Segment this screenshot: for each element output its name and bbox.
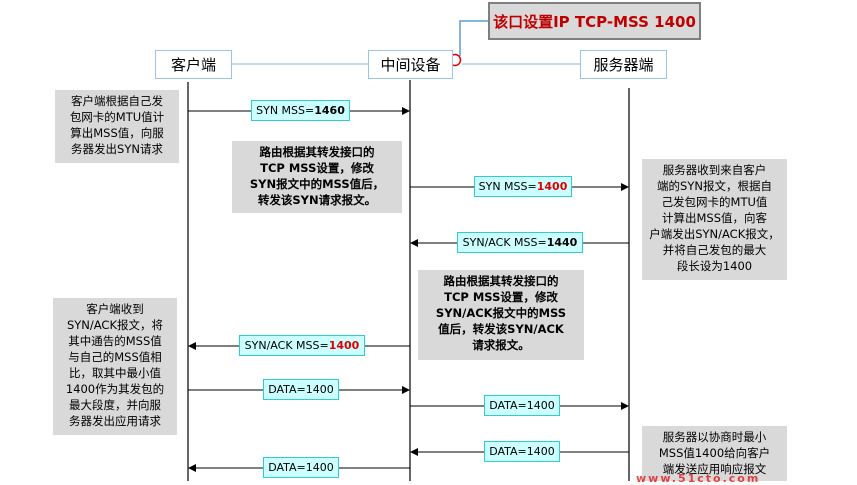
message-mss-value: 1460: [314, 104, 345, 117]
client-note-1: 客户端根据自己发 包网卡的MTU值计 算出MSS值，向服 务器发出SYN请求: [55, 90, 179, 163]
note-line: 并将自己发包的最大: [662, 243, 767, 257]
note-line: 请求报文。: [472, 338, 530, 352]
note-line: 户端发出SYN/ACK报文，: [649, 227, 780, 241]
note-line: 比，取其中最小值: [69, 366, 161, 380]
watermark: www.51cto.com: [636, 472, 761, 485]
note-line: 路由根据其转发接口的: [259, 145, 375, 159]
note-line: MSS值1400给向客户: [658, 446, 771, 460]
server-note-1: 服务器收到来自客户 端的SYN报文，根据自 己发包网卡的MTU值 计算出MSS值…: [642, 159, 787, 280]
message-label-m2: SYN MSS=1400: [474, 176, 572, 197]
note-line: 端的SYN报文，根据自: [657, 179, 772, 193]
note-line: TCP MSS设置，修改: [444, 290, 558, 304]
diagram-title: 该口设置IP TCP-MSS 1400: [488, 2, 701, 40]
middle-device-header: 中间设备: [368, 50, 453, 79]
message-mss-value: 1400: [536, 180, 568, 193]
note-line: 最大段度，并向服: [69, 398, 161, 412]
message-prefix: DATA=1400: [489, 399, 555, 412]
note-line: 务器发出SYN请求: [71, 142, 163, 156]
message-mss-value: 1440: [546, 236, 578, 249]
note-line: 段长设为1400: [676, 259, 753, 273]
message-prefix: SYN/ACK MSS=: [462, 236, 547, 249]
message-label-m8: DATA=1400: [263, 457, 339, 478]
client-header: 客户端: [155, 50, 232, 79]
message-label-m3: SYN/ACK MSS=1440: [457, 232, 583, 253]
message-prefix: DATA=1400: [268, 461, 334, 474]
title-connector: [459, 20, 488, 56]
router-note-1: 路由根据其转发接口的 TCP MSS设置，修改 SYN报文中的MSS值后， 转发…: [232, 141, 402, 213]
note-line: SYN报文中的MSS值后，: [249, 177, 385, 191]
note-line: 计算出MSS值，向客: [661, 211, 768, 225]
note-line: SYN/ACK报文中的MSS: [435, 306, 567, 320]
note-line: 1400作为其发包的: [65, 382, 165, 396]
message-label-m5: DATA=1400: [263, 379, 339, 400]
note-line: 值后，转发该SYN/ACK: [438, 322, 564, 336]
message-prefix: SYN MSS=: [478, 180, 537, 193]
server-header: 服务器端: [580, 50, 667, 79]
message-label-m4: SYN/ACK MSS=1400: [239, 335, 365, 356]
note-line: 己发包网卡的MTU值: [661, 195, 768, 209]
note-line: 转发该SYN请求报文。: [257, 193, 377, 207]
note-line: 客户端收到: [86, 302, 144, 316]
message-mss-value: 1400: [328, 339, 360, 352]
client-note-2: 客户端收到 SYN/ACK报文，将 其中通告的MSS值 与自己的MSS值相 比，…: [53, 298, 177, 435]
note-line: 路由根据其转发接口的: [443, 274, 559, 288]
note-line: SYN/ACK报文，将: [66, 318, 164, 332]
note-line: 服务器收到来自客户: [662, 163, 767, 177]
router-note-2: 路由根据其转发接口的 TCP MSS设置，修改 SYN/ACK报文中的MSS 值…: [418, 270, 584, 360]
note-line: TCP MSS设置，修改: [260, 161, 374, 175]
note-line: 端发送应用响应报文: [662, 462, 767, 476]
note-line: 包网卡的MTU值计: [69, 110, 165, 124]
message-label-m1: SYN MSS=1460: [251, 100, 350, 121]
note-line: 客户端根据自己发: [71, 94, 163, 108]
note-line: 与自己的MSS值相: [68, 350, 162, 364]
message-label-m7: DATA=1400: [484, 441, 560, 462]
message-prefix: DATA=1400: [489, 445, 555, 458]
note-line: 算出MSS值，向服: [70, 126, 164, 140]
message-label-m6: DATA=1400: [484, 395, 560, 416]
message-prefix: SYN MSS=: [256, 104, 315, 117]
message-prefix: DATA=1400: [268, 383, 334, 396]
note-line: 务器发出应用请求: [69, 414, 161, 428]
note-line: 其中通告的MSS值: [68, 334, 162, 348]
note-line: 服务器以协商时最小: [662, 430, 767, 444]
server-note-2: 服务器以协商时最小 MSS值1400给向客户 端发送应用响应报文: [642, 426, 787, 481]
message-prefix: SYN/ACK MSS=: [244, 339, 329, 352]
